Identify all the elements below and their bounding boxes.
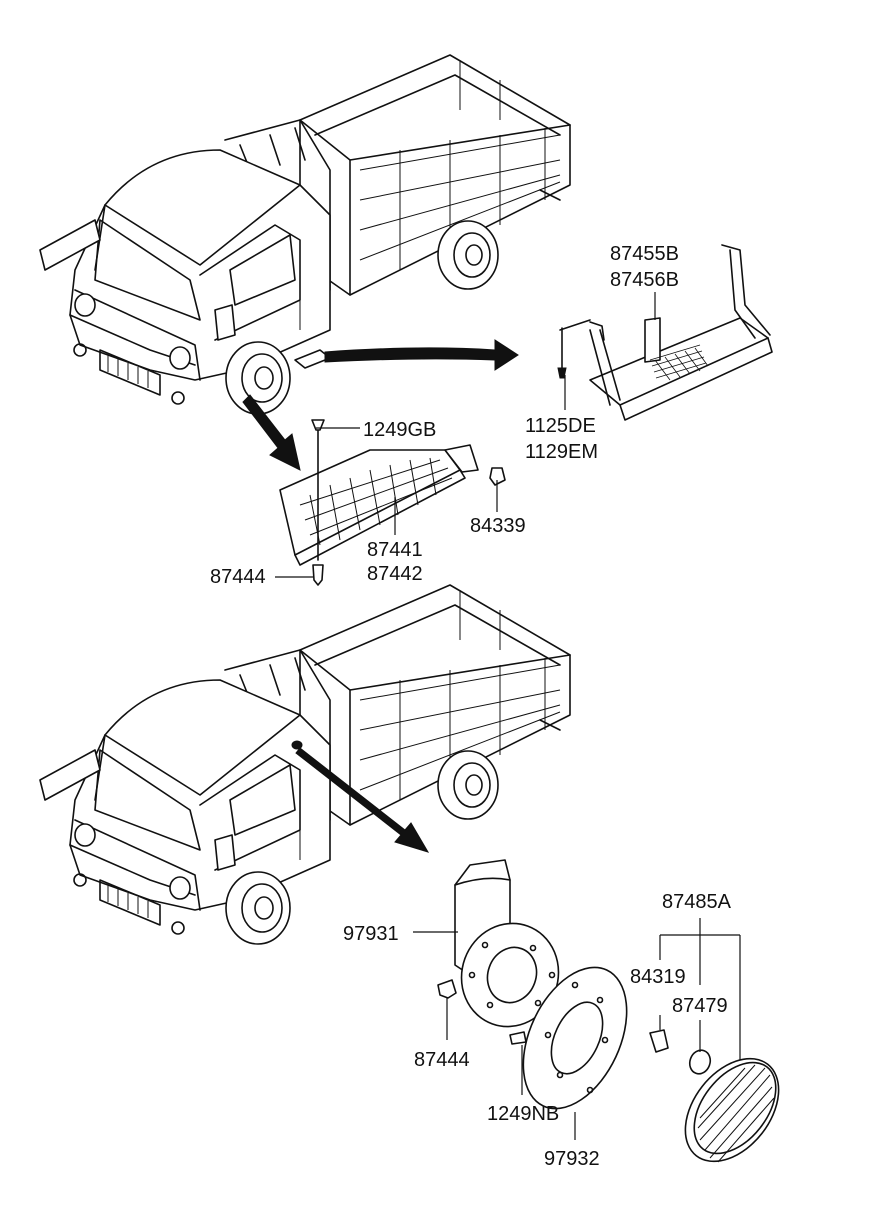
cover-pipe-part xyxy=(454,859,560,1028)
part-label-87444-bottom: 87444 xyxy=(414,1049,470,1071)
arrow-to-step xyxy=(242,394,301,471)
grille-cap-part xyxy=(684,1057,780,1163)
part-label-87456b: 87456B xyxy=(610,269,679,291)
truck-illustration-lower xyxy=(39,584,571,945)
arrow-to-side-step xyxy=(324,339,519,371)
washer-87479-part xyxy=(688,1049,712,1075)
part-label-1125de: 1125DE xyxy=(525,415,596,437)
part-label-87441: 87441 xyxy=(367,539,423,561)
part-label-1249gb: 1249GB xyxy=(363,419,436,441)
fastener-87444-part xyxy=(437,979,457,999)
part-label-87479: 87479 xyxy=(672,995,728,1017)
clip-84319-part xyxy=(649,1029,669,1053)
part-label-1249nb: 1249NB xyxy=(487,1103,559,1125)
part-label-84339: 84339 xyxy=(470,515,526,537)
screw-1249NB-part xyxy=(509,1031,527,1045)
part-label-1129em: 1129EM xyxy=(525,441,598,463)
part-label-87442: 87442 xyxy=(367,563,423,585)
part-label-84319: 84319 xyxy=(630,966,686,988)
part-label-87444-top: 87444 xyxy=(210,566,266,588)
part-label-97931: 97931 xyxy=(343,923,399,945)
part-label-87485a: 87485A xyxy=(662,891,732,913)
leader-lines xyxy=(275,292,741,1140)
arrow-to-antenna-cover xyxy=(295,747,430,853)
step-plate-part xyxy=(279,419,506,586)
part-label-87455b: 87455B xyxy=(610,243,679,265)
part-label-97932: 97932 xyxy=(544,1148,600,1170)
gasket-ring-part xyxy=(522,966,628,1110)
